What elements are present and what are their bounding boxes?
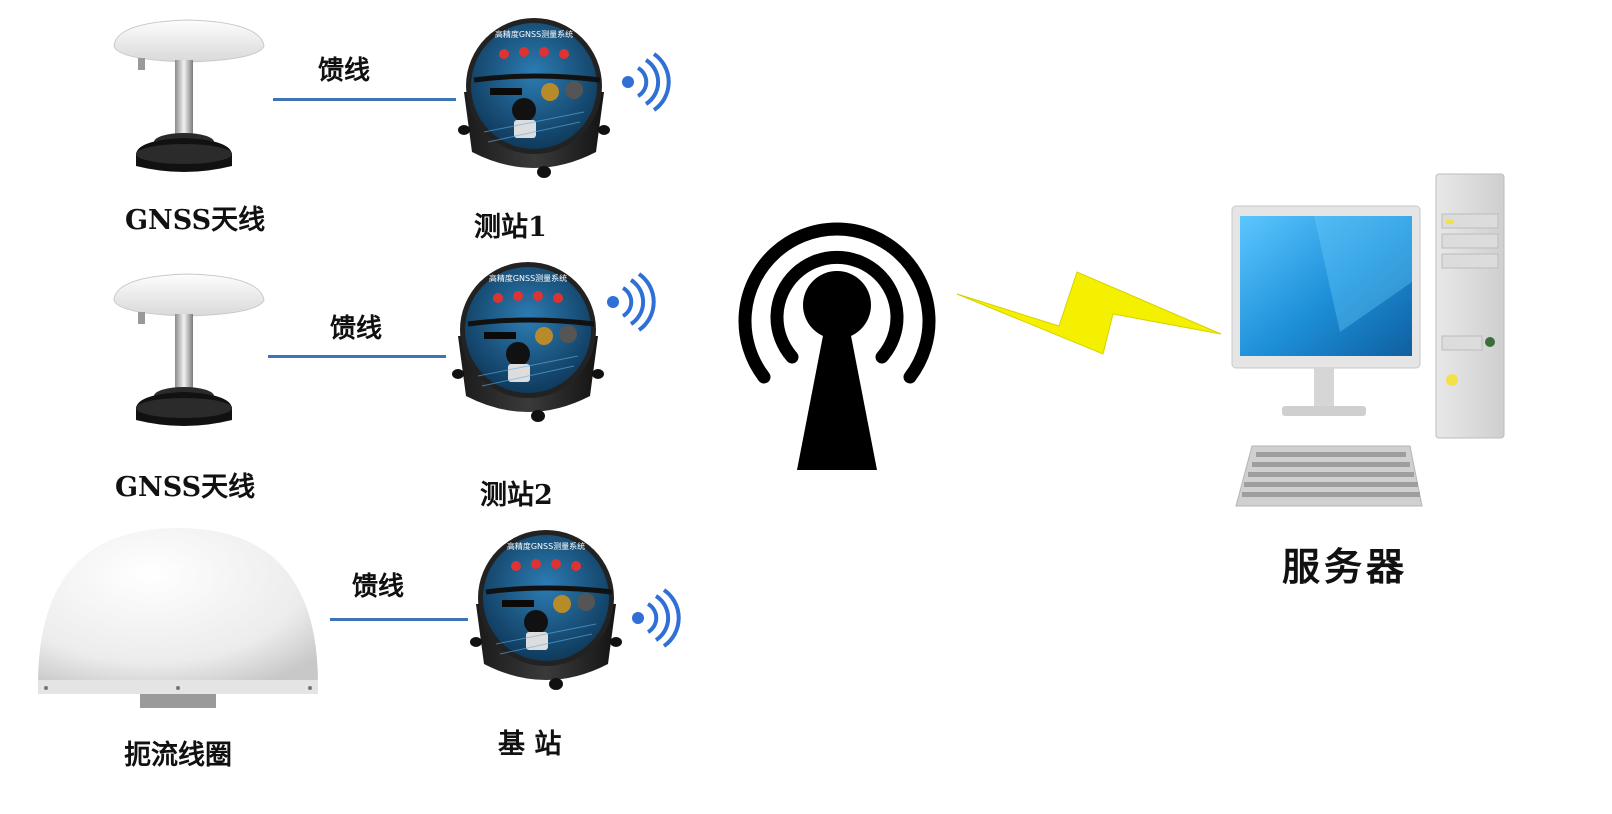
- device-header-text: 高精度GNSS测量系统: [495, 29, 573, 39]
- antenna-label: GNSS天线: [115, 472, 256, 503]
- antenna-label: 扼流线圈: [124, 740, 232, 771]
- wireless-signal-icon: [632, 588, 681, 648]
- gnss-receiver-icon: 高精度GNSS测量系统: [452, 262, 604, 422]
- wireless-signal-icon: [607, 272, 656, 332]
- feed-line-cable: [330, 618, 468, 621]
- server-label: 服务器: [1282, 545, 1409, 589]
- station-label: 测站2: [480, 480, 553, 511]
- feed-line-label: 馈线: [330, 314, 383, 344]
- gnss-receiver-icon: 高精度GNSS测量系统: [470, 530, 622, 690]
- choke-ring-antenna-icon: [38, 528, 318, 708]
- lightning-bolt-icon: [956, 271, 1222, 355]
- gnss-receiver-icon: 高精度GNSS测量系统: [458, 18, 610, 178]
- gnss-antenna-icon: [113, 19, 265, 172]
- radio-tower-icon: [738, 222, 936, 470]
- gnss-antenna-icon: [113, 273, 265, 426]
- device-header-text: 高精度GNSS测量系统: [489, 273, 567, 283]
- antenna-label: GNSS天线: [125, 205, 266, 236]
- feed-line-cable: [273, 98, 456, 101]
- feed-line-label: 馈线: [352, 572, 405, 602]
- desktop-computer-icon: [1231, 173, 1505, 507]
- feed-line-label: 馈线: [318, 56, 371, 86]
- station-label: 基 站: [498, 729, 562, 760]
- feed-line-cable: [268, 355, 446, 358]
- station-label: 测站1: [474, 212, 547, 243]
- device-header-text: 高精度GNSS测量系统: [507, 541, 585, 551]
- wireless-signal-icon: [622, 52, 671, 112]
